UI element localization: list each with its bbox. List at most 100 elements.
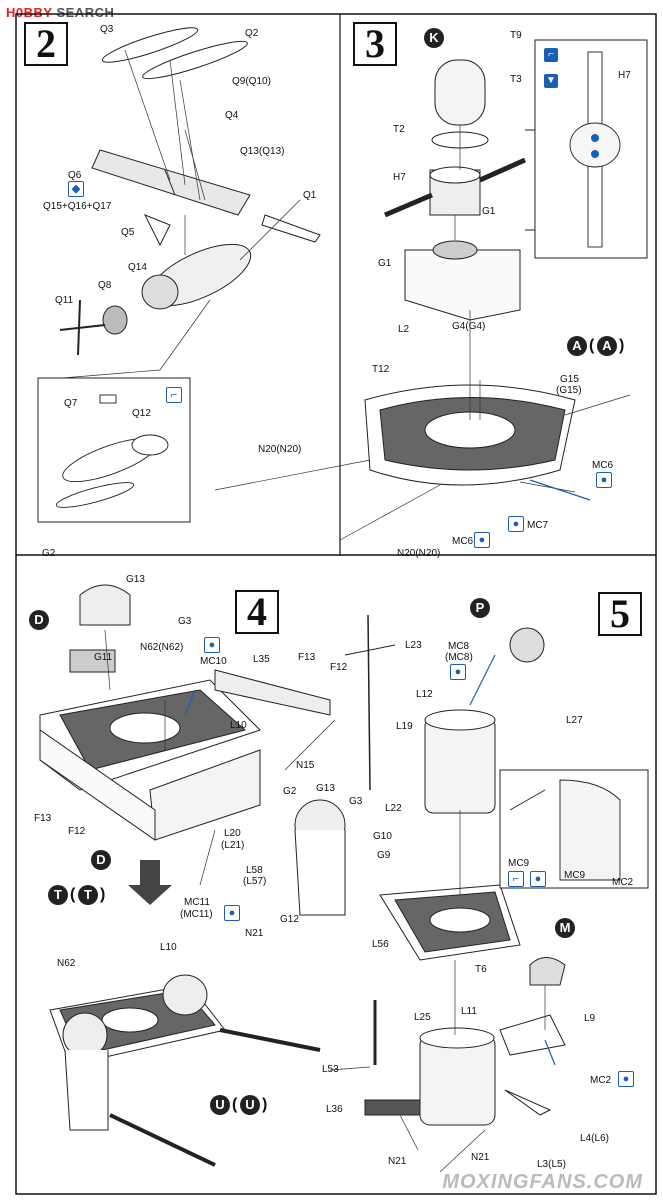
paint-drop-icon: ● (204, 637, 220, 653)
part-label: T3 (510, 74, 522, 85)
marker-t: T (78, 885, 98, 905)
part-label: L9 (584, 1013, 596, 1024)
part-label: N15 (296, 760, 315, 771)
marker-p: P (470, 598, 490, 618)
part-label: MC2 (590, 1075, 612, 1086)
part-label: L19 (396, 721, 413, 732)
part-label: L10 (230, 720, 247, 731)
part-label: L12 (416, 689, 433, 700)
part-label: MC11 (184, 897, 210, 908)
step-number: 4 (235, 590, 279, 634)
part-label: G4(G4) (452, 321, 486, 332)
part-label: G3 (349, 796, 363, 807)
part-label: Q6 (68, 170, 82, 181)
marker-m: M (555, 918, 575, 938)
marker-a-paren: ) (619, 337, 625, 354)
part-label: F13 (298, 652, 316, 663)
paint-drop-icon: ● (450, 664, 466, 680)
part-label: G13 (126, 574, 145, 585)
part-label: L27 (566, 715, 583, 726)
part-label: G2 (283, 786, 297, 797)
part-label: (L21) (221, 840, 245, 851)
marker-t-paren: ) (100, 886, 106, 903)
part-label: G1 (482, 206, 496, 217)
marker-a: A (567, 336, 587, 356)
part-label: MC2 (612, 877, 634, 888)
part-label: Q13(Q13) (240, 146, 285, 157)
part-label: G12 (280, 914, 299, 925)
marker-t-paren: ( (70, 886, 76, 903)
part-label: Q7 (64, 398, 78, 409)
marker-k: K (424, 28, 444, 48)
paint-drop-icon: ● (508, 516, 524, 532)
part-label: N62(N62) (140, 642, 184, 653)
part-label: G10 (373, 831, 392, 842)
part-label: L25 (414, 1012, 431, 1023)
part-label: G2 (42, 548, 56, 559)
part-label: L22 (385, 803, 402, 814)
marker-u: U (240, 1095, 260, 1115)
brush-icon: ⌐ (544, 48, 558, 62)
part-label: L53 (322, 1064, 339, 1075)
part-label: T12 (372, 364, 390, 375)
part-label: F12 (330, 662, 348, 673)
part-label: (L57) (243, 876, 267, 887)
part-label: H7 (393, 172, 406, 183)
part-label: Q9(Q10) (232, 76, 271, 87)
paint-drop-icon: ● (596, 472, 612, 488)
step-number: 5 (598, 592, 642, 636)
paint-icon: ▼ (544, 74, 558, 88)
part-label: T2 (393, 124, 405, 135)
part-label: Q5 (121, 227, 135, 238)
part-label: MC8 (448, 641, 470, 652)
marker-a: A (597, 336, 617, 356)
part-label: L10 (160, 942, 177, 953)
part-label: Q14 (128, 262, 147, 273)
part-label: MC9 (508, 858, 530, 869)
part-label: Q15+Q16+Q17 (43, 201, 112, 212)
part-label: F13 (34, 813, 52, 824)
part-label: G13 (316, 783, 335, 794)
part-label: N21 (245, 928, 264, 939)
paint-drop-icon: ● (474, 532, 490, 548)
part-label: F12 (68, 826, 86, 837)
part-label: H7 (618, 70, 631, 81)
step-number: 2 (24, 22, 68, 66)
part-label: T9 (510, 30, 522, 41)
part-label: Q12 (132, 408, 151, 419)
part-label: G15 (560, 374, 579, 385)
part-label: G3 (178, 616, 192, 627)
site-logo: H0BBY SEARCH (6, 5, 115, 20)
part-label: G11 (94, 652, 113, 663)
part-label: Q1 (303, 190, 317, 201)
part-label: N20(N20) (397, 548, 441, 559)
part-label: (MC8) (445, 652, 473, 663)
brush-icon: ⌐ (508, 871, 524, 887)
part-label: MC10 (200, 656, 227, 667)
marker-t: T (48, 885, 68, 905)
part-label: N62 (57, 958, 76, 969)
cement-icon: ◆ (68, 181, 84, 197)
part-label: (MC11) (180, 909, 213, 920)
part-label: N21 (388, 1156, 407, 1167)
part-label: L35 (253, 654, 270, 665)
part-label: T6 (475, 964, 487, 975)
part-label: MC7 (527, 520, 549, 531)
part-label: N21 (471, 1152, 490, 1163)
part-label: L58 (246, 865, 263, 876)
marker-a-paren: ( (589, 337, 595, 354)
marker-u: U (210, 1095, 230, 1115)
paint-drop-icon: ● (530, 871, 546, 887)
paint-drop-icon: ● (618, 1071, 634, 1087)
part-label: MC6 (592, 460, 614, 471)
part-label: N20(N20) (258, 444, 302, 455)
brush-icon: ⌐ (166, 387, 182, 403)
part-label: L2 (398, 324, 410, 335)
part-label: Q4 (225, 110, 239, 121)
part-label: L4(L6) (580, 1133, 609, 1144)
part-label: MC9 (564, 870, 586, 881)
part-label: Q11 (55, 295, 74, 306)
marker-d: D (91, 850, 111, 870)
part-label: Q2 (245, 28, 259, 39)
